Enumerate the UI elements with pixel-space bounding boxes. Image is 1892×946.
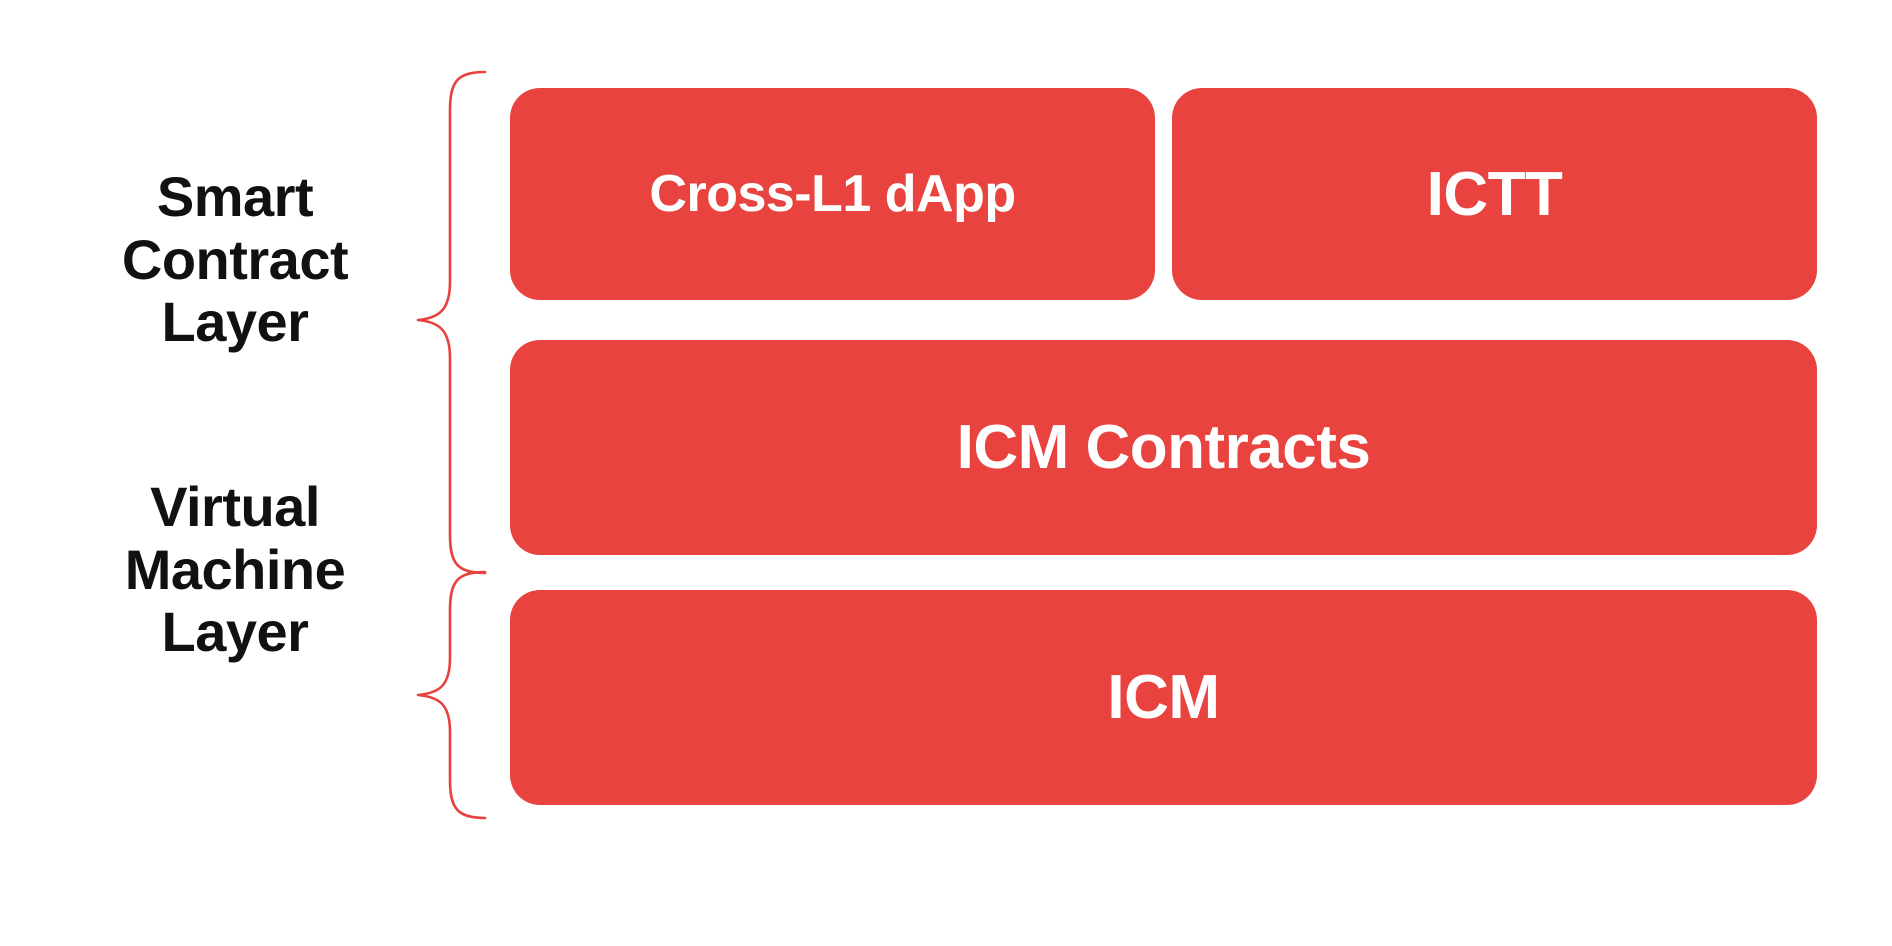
box-icm-contracts[interactable]: ICM Contracts (510, 340, 1817, 555)
curly-brace-icon (405, 70, 505, 575)
box-label: Cross-L1 dApp (649, 165, 1016, 223)
box-label: ICTT (1426, 159, 1563, 229)
box-label: ICM Contracts (956, 413, 1371, 482)
group-label-line: Virtual (150, 474, 320, 538)
group-label-virtual-machine-layer: Virtual Machine Layer (60, 460, 410, 680)
curly-brace-smart-contract-layer (405, 70, 505, 575)
box-label: ICM (1107, 663, 1220, 732)
group-label-line: Machine (124, 537, 346, 601)
curly-brace-virtual-machine-layer (405, 570, 505, 820)
group-label-smart-contract-layer: Smart Contract Layer (60, 150, 410, 370)
group-label-line: Smart (156, 164, 314, 228)
curly-brace-icon (405, 570, 505, 820)
group-label-line: Layer (161, 600, 309, 664)
box-icm[interactable]: ICM (510, 590, 1817, 805)
box-cross-l1-dapp[interactable]: Cross-L1 dApp (510, 88, 1155, 300)
group-label-line: Contract (121, 227, 349, 291)
group-label-line: Layer (161, 290, 309, 354)
box-ictt[interactable]: ICTT (1172, 88, 1817, 300)
